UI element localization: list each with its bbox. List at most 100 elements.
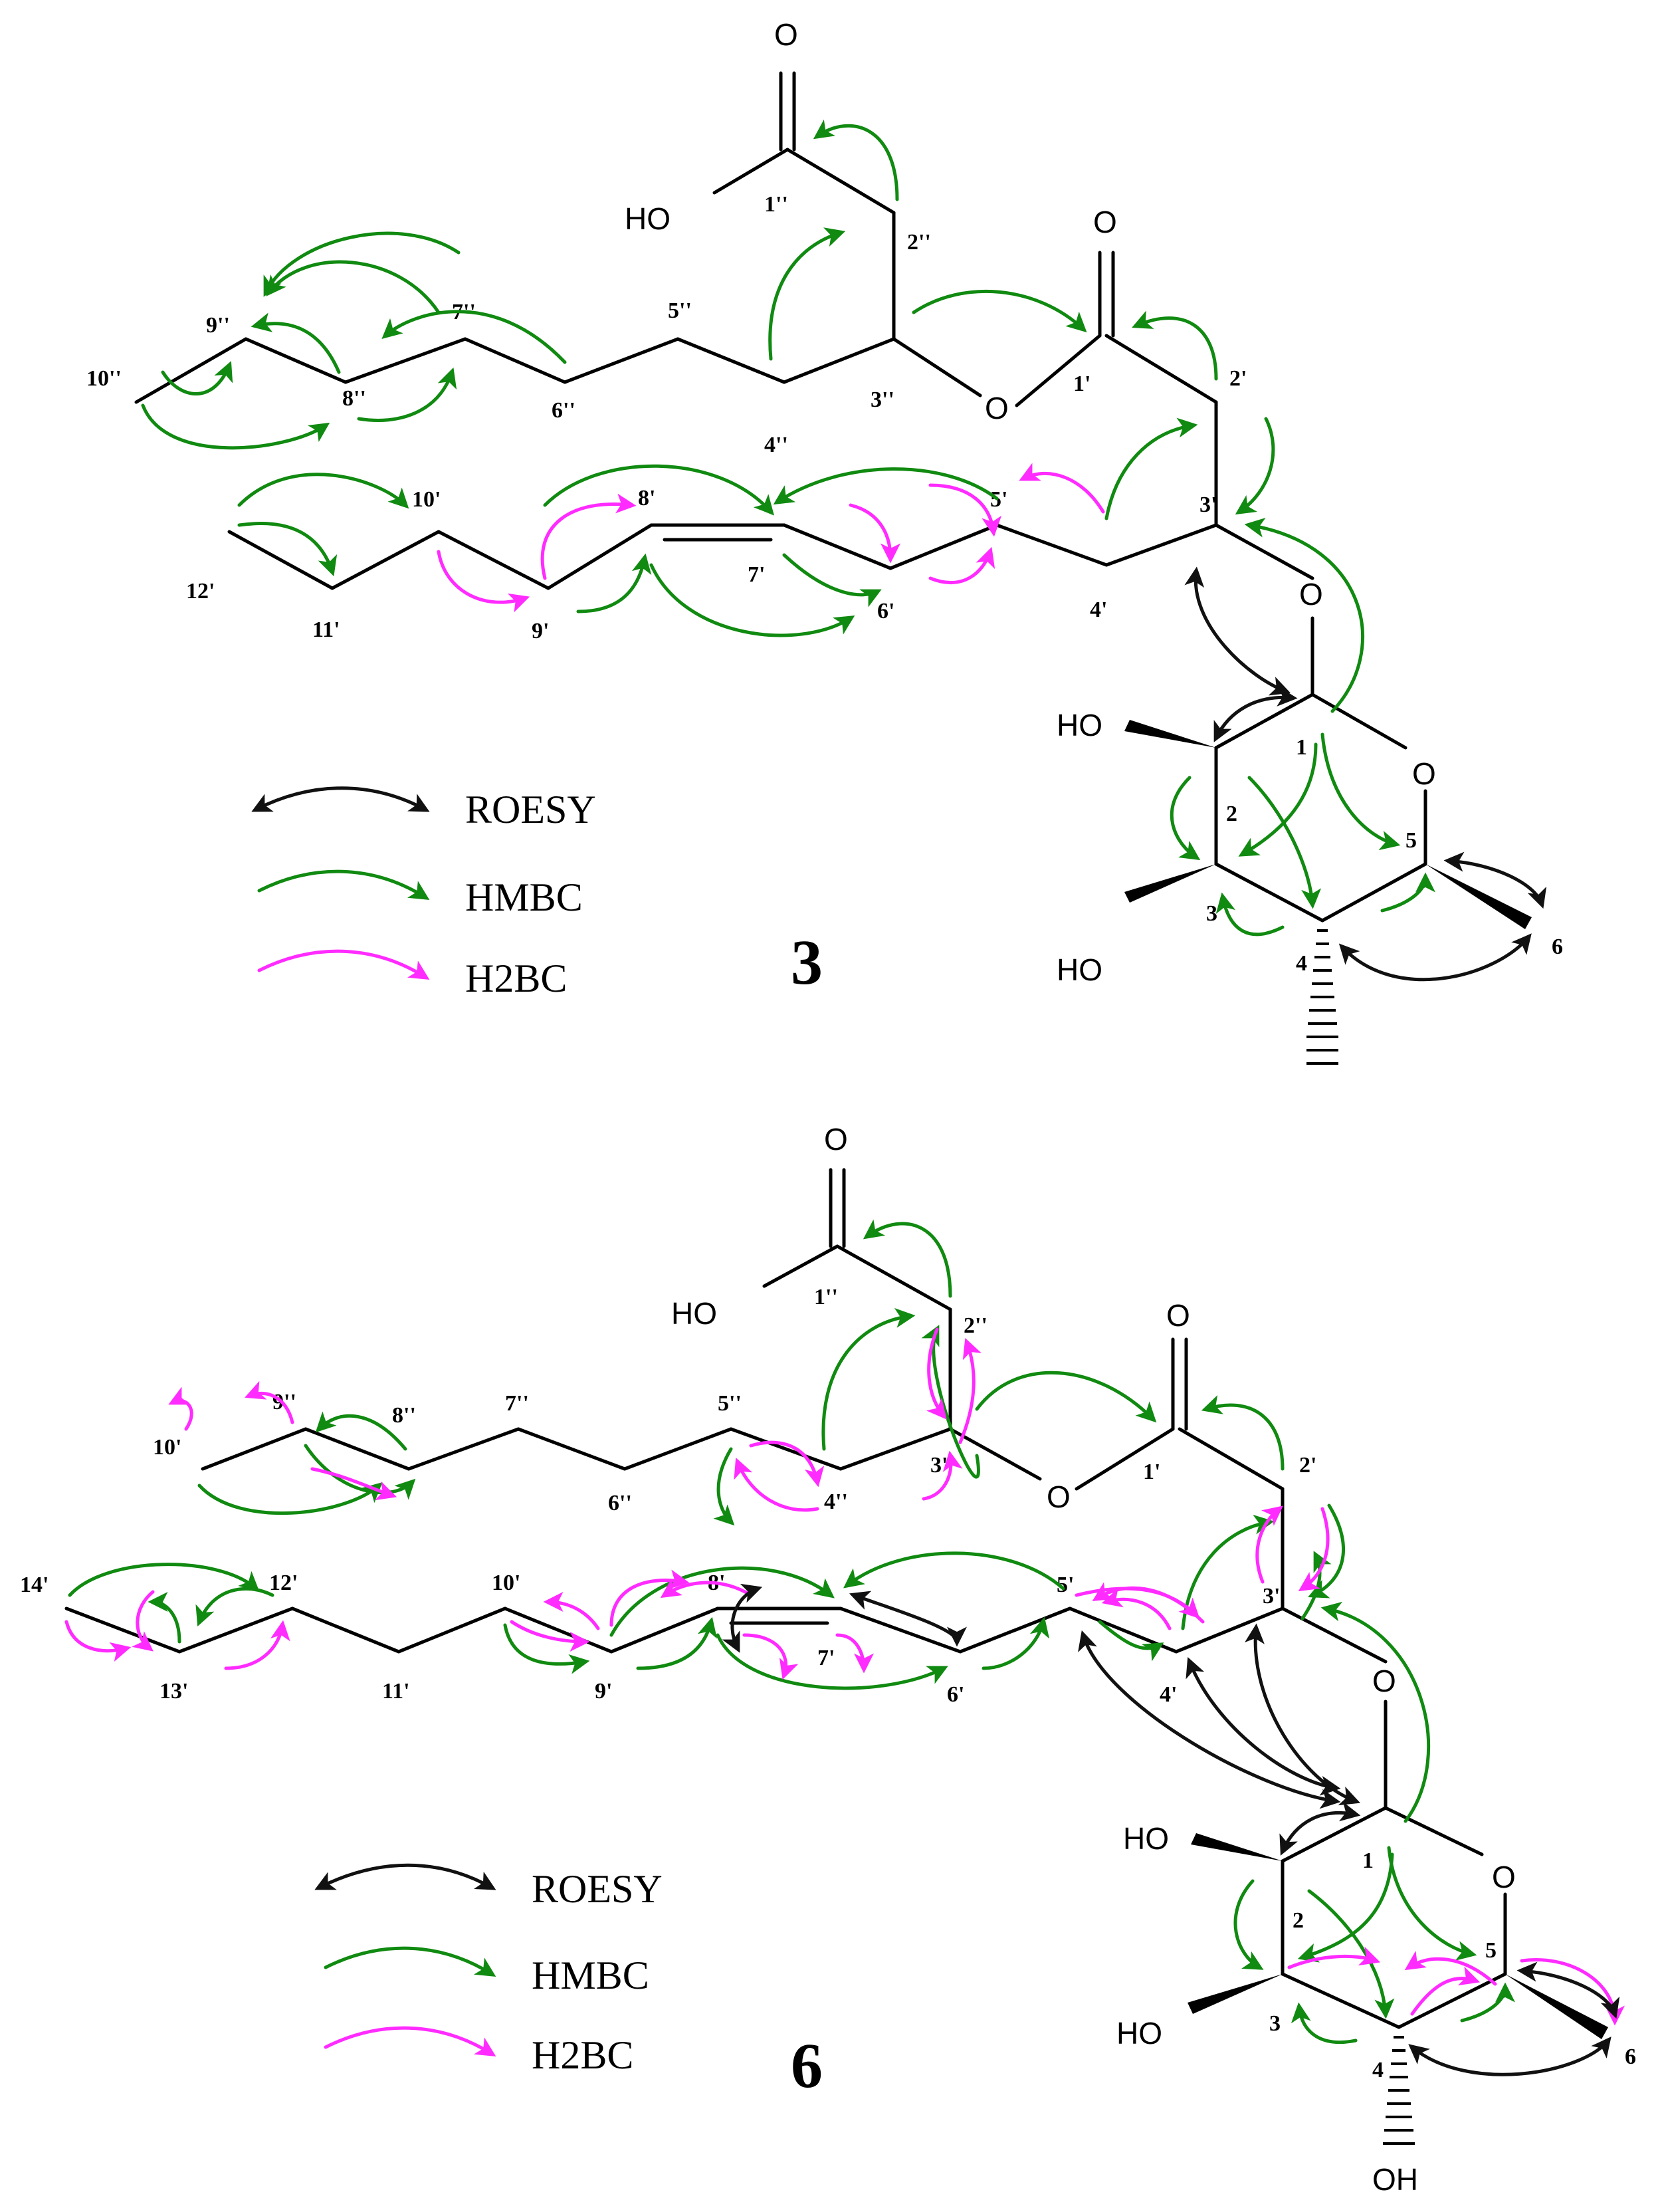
atom-label: 5'' [718,1391,742,1416]
ester-carbonyl-oxygen: O [1093,205,1117,239]
atom-label: 9'' [272,1390,296,1414]
compound-3-hmbc-arrows [141,119,1435,937]
atom-label: 2'' [964,1313,988,1338]
compound-3: O HO O O O O HO HO 1'' 2'' 3'' 4'' 5'' 6… [86,17,1563,1065]
atom-label: 5 [1485,1938,1497,1963]
atom-label: 12' [269,1571,298,1595]
atom-label: 9' [595,1679,612,1704]
ester-link-oxygen: O [1047,1480,1071,1514]
compound-number: 3 [791,927,823,998]
legend-label-roesy: ROESY [532,1867,663,1911]
atom-label: 1 [1362,1848,1374,1873]
h2bc-legend-arrow [324,2026,496,2056]
atom-label: 2 [1293,1908,1304,1933]
compound-6-atom-labels: 1'' 2'' 3'' 4'' 5'' 6'' 7'' 8'' 9'' 10' … [20,1285,1636,2082]
atom-label: 4 [1372,2058,1384,2082]
atom-label: 4 [1296,951,1307,976]
ring-oxygen: O [1492,1860,1516,1894]
atom-label: 5 [1405,828,1417,853]
atom-label: 11' [312,617,340,642]
atom-label: 10'' [86,366,122,391]
atom-label: 8'' [342,386,366,411]
atom-label: 4' [1160,1682,1177,1707]
c3-hydroxyl: HO [1057,952,1102,987]
compound-3-bonds [134,71,1532,1065]
atom-label: 1'' [814,1285,838,1309]
hmbc-legend-arrow [257,869,430,900]
c2-hydroxyl: HO [1057,708,1102,742]
atom-label: 5'' [668,298,692,323]
acid-carbonyl-oxygen: O [824,1122,848,1157]
atom-label: 10' [492,1571,520,1595]
atom-label: 13' [159,1679,188,1704]
hmbc-legend-arrow [324,1946,496,1977]
atom-label: 6'' [608,1491,632,1515]
atom-label: 3'' [871,387,894,412]
roesy-legend-arrow [251,786,430,812]
legend-label-hmbc: HMBC [532,1953,649,1997]
atom-label: 1'' [764,192,788,217]
compound-6-roesy-arrows [722,1583,1620,2076]
atom-label: 10' [153,1435,181,1460]
compound-6-legend: ROESY HMBC H2BC [314,1863,663,2077]
ester-link-oxygen: O [985,391,1009,425]
atom-label: 8' [638,486,655,510]
atom-label: 4'' [824,1490,848,1514]
c3-hydroxyl: HO [1116,2016,1162,2050]
atom-label: 3 [1206,901,1217,926]
atom-label: 6' [947,1682,964,1707]
atom-label: 1' [1143,1460,1160,1484]
compound-3-legend: ROESY HMBC H2BC [251,786,596,1000]
atom-label: 4' [1090,598,1107,622]
compound-6: O HO O O O O HO HO OH 1'' 2'' 3'' 4'' 5'… [20,1122,1636,2197]
atom-label: 11' [382,1679,410,1704]
atom-label: 5' [990,487,1007,512]
atom-label: 12' [186,579,215,604]
atom-label: 1' [1073,372,1091,396]
atom-label: 1 [1296,735,1307,760]
compound-number: 6 [791,2030,823,2101]
atom-label: 2' [1229,366,1247,391]
atom-label: 3' [1263,1584,1280,1608]
atom-label: 7' [817,1646,835,1670]
atom-label: 14' [20,1573,49,1597]
atom-label: 10' [412,487,441,512]
c2-hydroxyl: HO [1123,1821,1169,1856]
roesy-legend-arrow [314,1863,496,1890]
legend-label-roesy: ROESY [465,788,596,831]
atom-label: 6'' [552,398,575,423]
atom-label: 9'' [206,313,230,338]
atom-label: 6 [1625,2045,1636,2069]
legend-label-h2bc: H2BC [465,956,567,1000]
acid-hydroxyl: HO [625,201,671,236]
atom-label: 2' [1299,1453,1316,1478]
compound-6-heteroatoms: O HO O O O O HO HO OH [671,1122,1516,2197]
ring-oxygen: O [1412,756,1436,791]
compound-3-heteroatoms: O HO O O O O HO HO [625,17,1436,987]
atom-label: 3 [1269,2011,1281,2036]
compound-3-atom-labels: 1'' 2'' 3'' 4'' 5'' 6'' 7'' 8'' 9'' 10''… [86,192,1563,976]
compound-6-hmbc-arrows [68,1219,1515,2045]
h2bc-legend-arrow [257,949,430,980]
atom-label: 9' [532,619,549,643]
glycosidic-oxygen: O [1372,1664,1396,1698]
legend-label-h2bc: H2BC [532,2033,633,2077]
acid-carbonyl-oxygen: O [774,17,798,52]
acid-hydroxyl: HO [671,1296,717,1331]
ester-carbonyl-oxygen: O [1166,1298,1190,1333]
atom-label: 7' [748,562,765,587]
compound-3-roesy-arrows [1184,566,1547,982]
atom-label: 6 [1552,935,1563,959]
compound-3-h2bc-arrows [437,463,1105,613]
c4-hydroxyl: OH [1372,2162,1418,2197]
atom-label: 3' [1199,493,1217,517]
atom-label: 2 [1226,802,1237,826]
glycosidic-oxygen: O [1299,577,1323,611]
atom-label: 7'' [505,1391,529,1416]
compound-6-bonds [64,1168,1608,2145]
atom-label: 8'' [392,1403,416,1428]
atom-label: 2'' [907,230,931,255]
compound-6-h2bc-arrows [64,1327,1625,2026]
atom-label: 6' [877,599,894,623]
